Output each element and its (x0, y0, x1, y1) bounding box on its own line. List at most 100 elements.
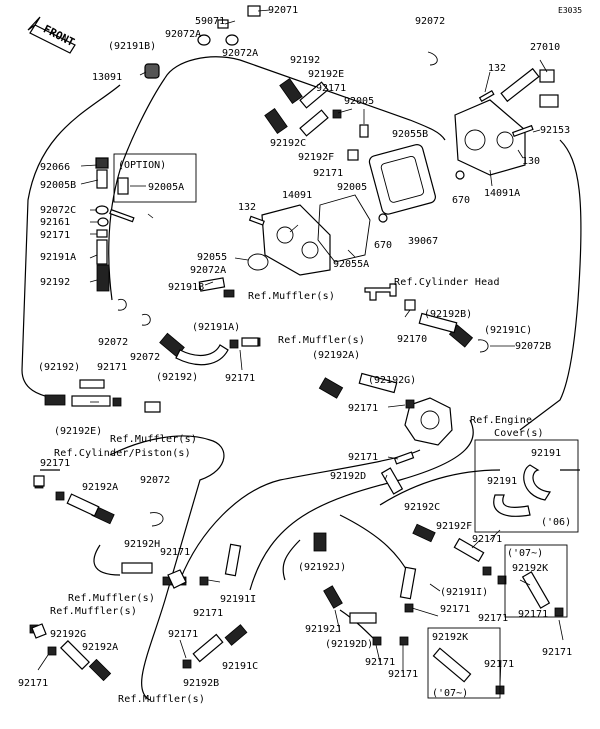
clamp-a (332, 109, 342, 119)
label-92191i-c: 92191I (220, 594, 256, 605)
label-92171-t1: 92171 (316, 83, 346, 94)
label-132-top: 132 (488, 63, 506, 74)
clamp-d (229, 339, 239, 349)
box-06 (474, 439, 579, 533)
label-670-a: 670 (452, 195, 470, 206)
clamp-n (399, 636, 409, 646)
label-92072b: 92072B (515, 341, 551, 352)
label-92072a-m: 92072A (190, 265, 226, 276)
label-92192a-b: 92192A (82, 642, 118, 653)
ref-muffler-1: Ref.Muffler(s) (248, 291, 335, 302)
label-92192a-c: 92192A (82, 482, 118, 493)
label-92191i-p: (92191I) (440, 587, 488, 598)
part-59071 (217, 19, 229, 29)
part-92153-fit (539, 94, 559, 108)
label-92192f-c: 92192F (436, 521, 472, 532)
wire-92161 (109, 208, 135, 223)
label-92171-c1: 92171 (40, 458, 70, 469)
label-92171-m2: 92171 (97, 362, 127, 373)
clamp-o (554, 607, 564, 617)
label-92161: 92161 (40, 217, 70, 228)
clamp-c (405, 399, 415, 409)
label-92072-c: 92072 (140, 475, 170, 486)
label-92191b-top: (92191B) (108, 41, 156, 52)
label-92192j-c: (92192J) (298, 562, 346, 573)
label-92192b-b: 92192B (183, 678, 219, 689)
clamp-f (497, 575, 507, 585)
ref-muffler-6: Ref.Muffler(s) (118, 694, 205, 705)
fitting-92170 (404, 299, 416, 311)
tube-92192f-c (453, 537, 485, 563)
tube-92192a-c (66, 493, 100, 517)
spring-92192-ll (44, 394, 66, 406)
hose-routing (21, 56, 582, 701)
label-92171-m: 92171 (225, 373, 255, 384)
label-92005-m: 92005 (337, 182, 367, 193)
label-92171-r2: 92171 (518, 609, 548, 620)
oring-92055 (247, 253, 269, 271)
label-92192-p2: (92192) (38, 362, 80, 373)
label-92171-m3: 92171 (348, 403, 378, 414)
ref-cylinder-head: Ref.Cylinder Head (394, 277, 500, 288)
box-07-a (504, 544, 568, 618)
tee-joint (364, 283, 397, 301)
option-box (113, 153, 197, 203)
label-92072a-top: 92072A (165, 29, 201, 40)
label-07-b: ('07~) (432, 688, 468, 699)
spring-92192j-b (323, 585, 343, 609)
label-92171-b5: 92171 (484, 659, 514, 670)
label-92192h: 92192H (124, 539, 160, 550)
tube-92192g-b (60, 640, 90, 670)
label-92192d: 92192D (330, 471, 366, 482)
cap-92066 (95, 157, 109, 169)
label-92192k-b: 92192K (432, 632, 468, 643)
fitting-92005-m (347, 149, 359, 161)
label-92192a-p: (92192A) (312, 350, 360, 361)
clip-92072b (477, 339, 489, 353)
label-39067: 39067 (408, 236, 438, 247)
label-92192e-p: (92192E) (54, 426, 102, 437)
parts (29, 5, 564, 695)
spring-92192j-c (313, 532, 327, 552)
bolt-132-top (478, 89, 495, 103)
spring-92191c-b (224, 624, 248, 646)
clamp-m (372, 636, 382, 646)
label-92191a-p: (92191A) (192, 322, 240, 333)
label-92191c-b: 92191C (222, 661, 258, 672)
label-92192c-c: 92192C (404, 502, 440, 513)
clip-92072-c (149, 512, 164, 527)
oring-670-b (378, 213, 388, 223)
label-92192d-b: (92192D) (325, 639, 373, 650)
label-92192g-b: 92192G (50, 629, 86, 640)
label-92066: 92066 (40, 162, 70, 173)
label-92005b: 92005B (40, 180, 76, 191)
tube-92191-r1 (523, 464, 552, 501)
label-92071: 92071 (268, 5, 298, 16)
ref-engine-cover-2: Cover(s) (494, 428, 544, 439)
label-92192f-top: 92192F (298, 152, 334, 163)
label-670-b: 670 (374, 240, 392, 251)
clamp-q (404, 603, 414, 613)
ref-cylinder-piston: Ref.Cylinder/Piston(s) (54, 448, 191, 459)
fitting-92005b (96, 169, 108, 189)
label-92171-far-r: 92171 (542, 647, 572, 658)
ref-engine-cover-1: Ref.Engine (470, 415, 532, 426)
label-92171-c3: 92171 (160, 547, 190, 558)
label-92171-c2: 92171 (472, 534, 502, 545)
label-132-m: 132 (238, 202, 256, 213)
label-92171-r: 92171 (478, 613, 508, 624)
label-92191c-p: (92191C) (484, 325, 532, 336)
washer-92161 (97, 217, 109, 227)
spring-92192-l (96, 264, 110, 292)
clamp-b (112, 397, 122, 407)
boxes (113, 153, 579, 699)
clamp-j (182, 659, 192, 669)
label-07-a: ('07~) (507, 548, 543, 559)
spring-92192a-b (88, 658, 112, 682)
label-92171-l: 92171 (40, 230, 70, 241)
part-27010 (539, 69, 555, 83)
spring-92192c-c (412, 523, 436, 543)
label-92192-p: (92192) (156, 372, 198, 383)
label-92171-c4: 92171 (193, 608, 223, 619)
label-92171-c5: 92171 (440, 604, 470, 615)
